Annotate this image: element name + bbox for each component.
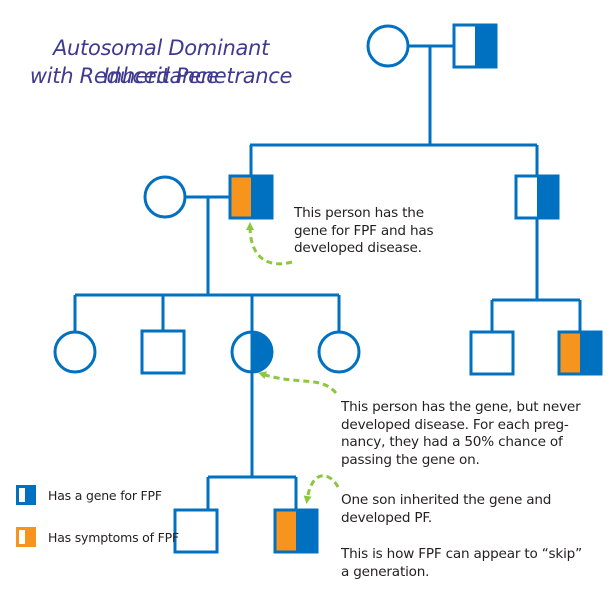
legend-swatches	[16, 485, 36, 547]
individual-gen1-mother	[366, 24, 410, 68]
arrow-grandson	[303, 474, 340, 504]
individual-gen3-daughter-1	[53, 330, 97, 374]
male-symbol	[469, 330, 515, 376]
female-symbol	[143, 175, 187, 219]
individual-gen3-daughter-2	[317, 330, 361, 374]
female-symbol	[230, 330, 274, 374]
note-carrier-daughter: This person has the gene, but never deve…	[341, 399, 581, 469]
female-symbol-fill	[55, 332, 95, 372]
swatch-white-bar	[19, 530, 25, 544]
note-line: nancy, they had a 50% chance of	[341, 434, 563, 450]
title-line-1: Autosomal Dominant Inheritance	[52, 36, 269, 88]
individual-gen2-son-affected	[228, 174, 274, 220]
symptom-half-fill	[275, 510, 296, 552]
note-line: developed PF.	[341, 509, 432, 526]
female-symbol-fill	[368, 26, 408, 66]
note-skip-generation: This is how FPF can appear to “skip” a g…	[341, 546, 582, 581]
male-symbol	[173, 508, 219, 554]
note-line: developed disease. For each preg-	[341, 416, 569, 433]
note-line: This person has the	[294, 205, 424, 221]
gene-half-fill	[252, 332, 272, 372]
female-symbol-fill	[145, 177, 185, 217]
individuals	[53, 23, 603, 554]
individual-gen3-daughter-carrier	[230, 330, 274, 374]
note-line: a generation.	[341, 563, 430, 580]
individual-gen2-wife	[143, 175, 187, 219]
individual-gen3-son-affected	[557, 330, 603, 376]
individual-gen3-son-1	[140, 329, 186, 375]
male-symbol	[514, 174, 560, 220]
individual-gen1-father	[452, 23, 498, 69]
arrow-carrier-daughter	[258, 371, 338, 395]
individual-gen4-son-unaffected	[173, 508, 219, 554]
legend-label-gene: Has a gene for FPF	[48, 488, 162, 503]
female-symbol	[317, 330, 361, 374]
gene-half-fill	[537, 176, 558, 218]
female-symbol-fill	[319, 332, 359, 372]
note-line: One son inherited the gene and	[341, 492, 552, 508]
swatch-white-bar	[19, 488, 25, 502]
legend-swatch-gene	[16, 485, 36, 505]
gene-half-fill	[475, 25, 496, 67]
title-line-2: with Reduced Penetrance	[29, 64, 293, 88]
gene-half-fill	[251, 176, 272, 218]
note-line: This is how FPF can appear to “skip”	[341, 546, 582, 562]
individual-gen4-son-affected	[273, 508, 319, 554]
female-symbol	[366, 24, 410, 68]
male-symbol	[452, 23, 498, 69]
note-affected-father: This person has the gene for FPF and has…	[294, 205, 434, 258]
symptom-half-fill	[559, 332, 580, 374]
legend-label-symptoms: Has symptoms of FPF	[48, 530, 179, 545]
individual-gen2-son-carrier	[514, 174, 560, 220]
male-symbol-fill	[142, 331, 184, 373]
relationship-lines	[73, 44, 582, 510]
male-symbol	[140, 329, 186, 375]
gene-half-fill	[296, 510, 317, 552]
male-symbol-fill	[471, 332, 513, 374]
note-line: gene for FPF and has	[294, 222, 434, 239]
arrow-affected-father	[246, 222, 293, 266]
individual-gen3-son-unaffected	[469, 330, 515, 376]
male-symbol	[228, 174, 274, 220]
male-symbol-fill	[175, 510, 217, 552]
note-grandson: One son inherited the gene and developed…	[341, 492, 551, 527]
male-symbol	[273, 508, 319, 554]
symptom-half-fill	[230, 176, 251, 218]
note-line: This person has the gene, but never	[341, 399, 581, 415]
gene-half-fill	[580, 332, 601, 374]
note-line: passing the gene on.	[341, 451, 480, 468]
female-symbol	[53, 330, 97, 374]
male-symbol	[557, 330, 603, 376]
annotation-arrows	[246, 222, 340, 504]
legend-swatch-symptom	[16, 527, 36, 547]
note-line: developed disease.	[294, 240, 422, 256]
